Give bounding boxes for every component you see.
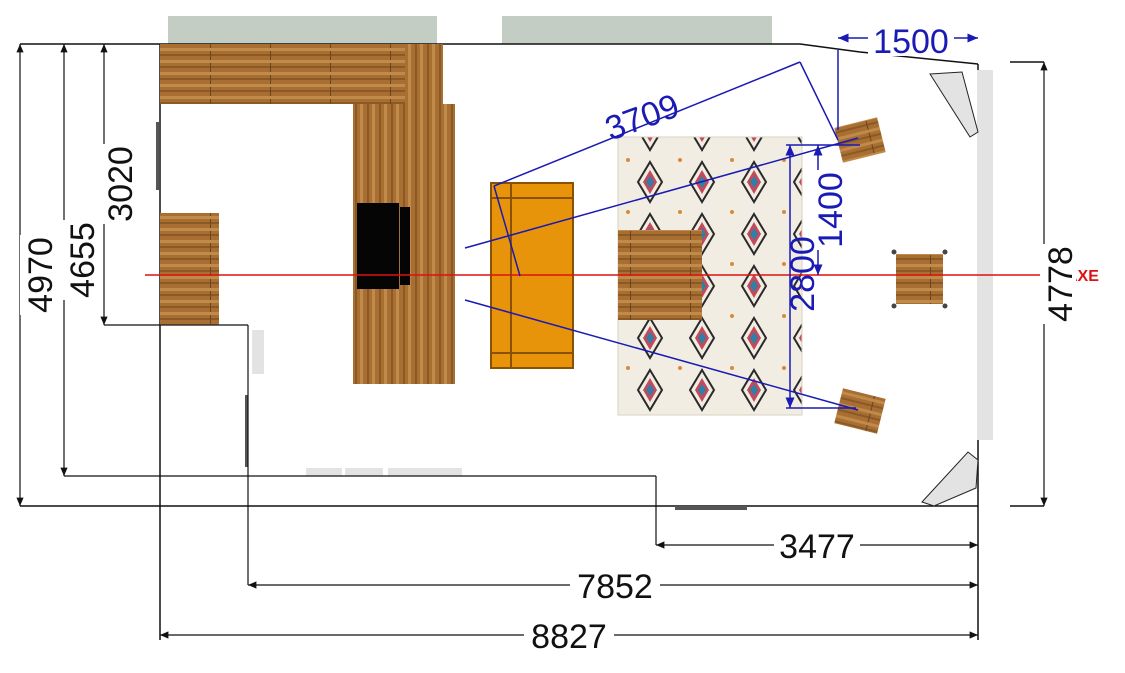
dim-label-3020: 3020 [100, 144, 140, 224]
wall-mark-2 [252, 330, 264, 374]
dim-label-8827: 8827 [524, 618, 614, 656]
svg-text:2800: 2800 [784, 236, 822, 312]
dim-label-3477: 3477 [774, 528, 860, 566]
svg-text:3020: 3020 [102, 146, 140, 222]
viewing-lines [464, 33, 978, 411]
side-table [160, 213, 219, 325]
surround-right [834, 117, 886, 163]
floor-strip [675, 506, 747, 510]
wall-mark-3 [245, 395, 248, 467]
svg-text:4778: 4778 [1042, 246, 1080, 322]
svg-text:8827: 8827 [531, 618, 607, 656]
dim-label-4970: 4970 [20, 235, 60, 315]
center-speaker [891, 249, 948, 309]
tv-screen [357, 203, 399, 289]
window-right [502, 16, 772, 44]
corner-speaker-bottom [921, 451, 979, 507]
surround-left [834, 388, 886, 434]
dim-label-7852: 7852 [570, 568, 660, 606]
floor-tile-2 [345, 468, 383, 476]
projection-screen [977, 70, 993, 440]
dim-label-1500: 1500 [868, 23, 954, 61]
svg-text:1500: 1500 [873, 23, 949, 61]
counter-top [160, 44, 443, 104]
svg-text:3477: 3477 [779, 528, 855, 566]
dim-label-4655: 4655 [62, 220, 102, 300]
svg-text:4655: 4655 [64, 222, 102, 298]
window-left [168, 16, 437, 44]
tv-side [400, 207, 410, 285]
svg-text:7852: 7852 [577, 568, 653, 606]
floor-tile-3 [388, 468, 462, 476]
dim-label-2800: 2800 [784, 236, 822, 312]
corner-speaker-top [929, 71, 979, 138]
dim-label-4778: 4778 [1040, 244, 1080, 324]
svg-text:1400: 1400 [812, 172, 850, 248]
svg-text:4970: 4970 [22, 237, 60, 313]
floor-tile-1 [306, 468, 342, 476]
dim-label-1400: 1400 [810, 170, 850, 250]
wall-mark-1 [156, 122, 159, 190]
